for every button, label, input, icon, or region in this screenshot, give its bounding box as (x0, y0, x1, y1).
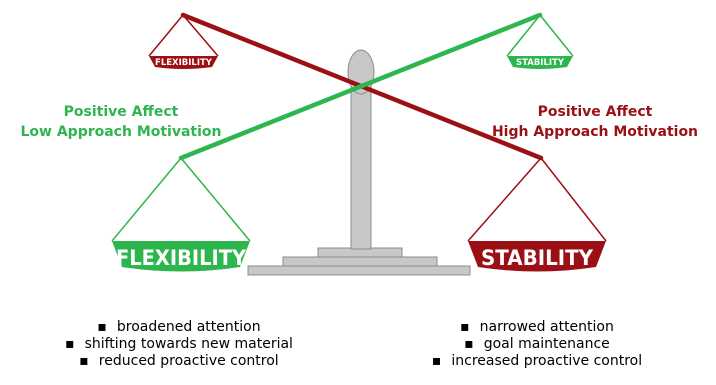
scale-base-bottom (247, 265, 471, 276)
small-right-pan-label: STABILITY (516, 58, 565, 68)
list-item: reduced proactive control (0, 353, 358, 370)
green-beam (178, 12, 543, 161)
scale-post (350, 83, 372, 250)
small-right-pan: STABILITY (506, 14, 574, 69)
right-label-line1: Positive Affect (537, 104, 653, 120)
list-item: broadened attention (0, 319, 358, 336)
right-label-line2: High Approach Motivation (491, 124, 699, 140)
small-left-pan-label: FLEXIBILITY (155, 58, 213, 68)
left-label-line2: Low Approach Motivation (20, 124, 222, 140)
small-left-pan: FLEXIBILITY (148, 14, 219, 69)
list-item: narrowed attention (358, 319, 716, 336)
flexibility-bullet-list: broadened attention shifting towards new… (0, 319, 358, 370)
list-item: increased proactive control (358, 353, 716, 370)
list-item: shifting towards new material (0, 336, 358, 353)
big-left-pan: FLEXIBILITY (111, 157, 251, 272)
right-condition-label: Positive Affect High Approach Motivation (474, 102, 716, 142)
left-label-line1: Positive Affect (63, 104, 179, 120)
big-left-pan-label: FLEXIBILITY (116, 246, 247, 270)
big-right-pan: STABILITY (467, 157, 607, 272)
list-item: goal maintenance (358, 336, 716, 353)
scale-base-middle (282, 256, 438, 267)
left-condition-label: Positive Affect Low Approach Motivation (2, 102, 240, 142)
big-right-pan-label: STABILITY (481, 246, 594, 270)
stability-bullet-list: narrowed attention goal maintenance incr… (358, 319, 716, 370)
